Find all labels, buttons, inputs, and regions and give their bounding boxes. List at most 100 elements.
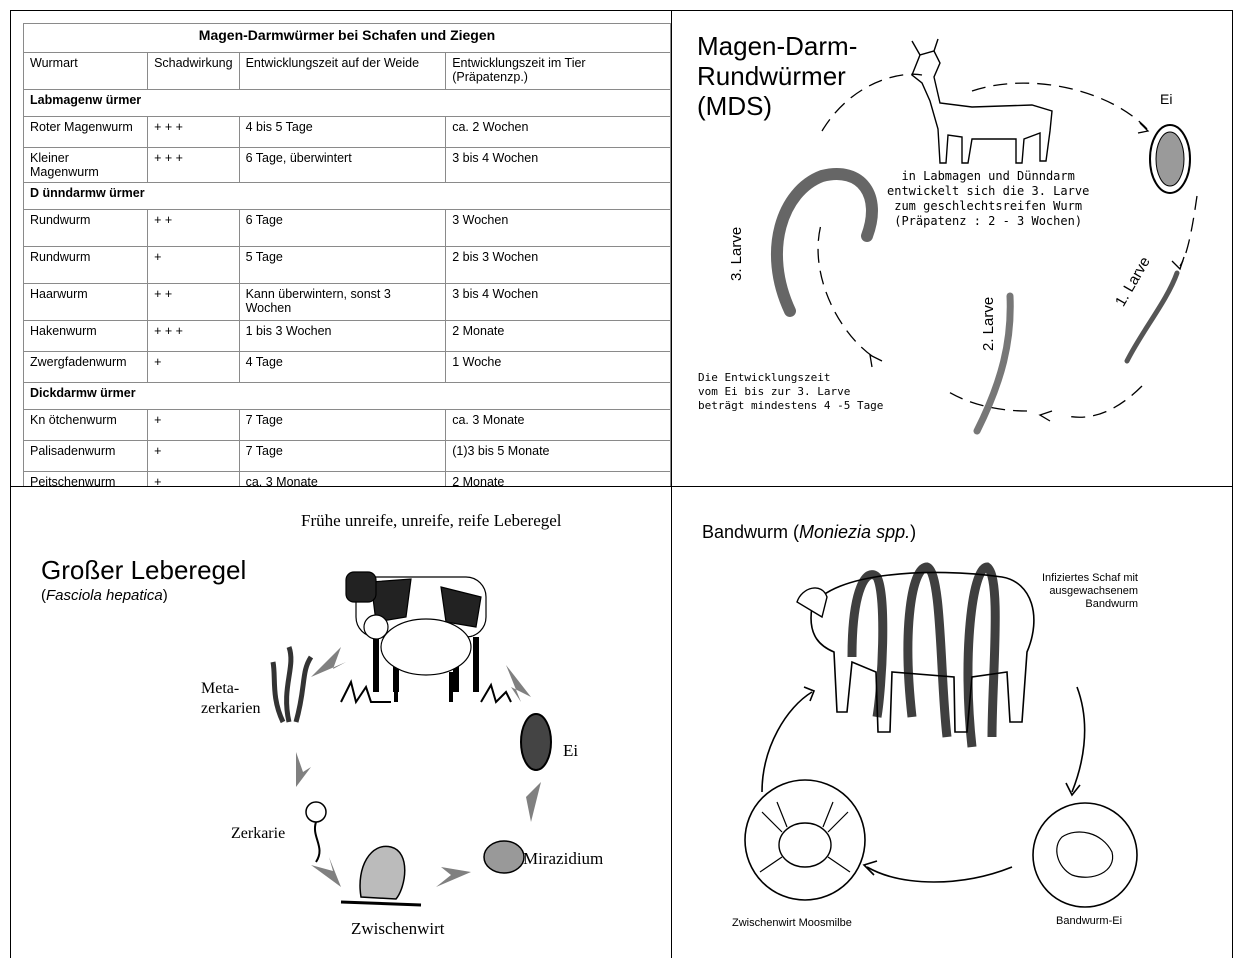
header-cell: Wurmart <box>24 53 148 90</box>
miracidium-label: Mirazidium <box>523 849 603 869</box>
worm-table-panel: Magen-Darmwürmer bei Schafen und Ziegen … <box>10 10 672 486</box>
table-title: Magen-Darmwürmer bei Schafen und Ziegen <box>24 24 671 53</box>
table-cell: ca. 3 Monate <box>239 472 446 487</box>
table-cell: + <box>148 472 240 487</box>
table-cell: 6 Tage, überwintert <box>239 148 446 183</box>
header-cell: Entwicklungszeit im Tier (Präpatenzp.) <box>446 53 671 90</box>
table-cell: Hakenwurm <box>24 321 148 352</box>
table-cell: 1 bis 3 Wochen <box>239 321 446 352</box>
table-cell: 7 Tage <box>239 410 446 441</box>
miracidium-icon <box>484 841 524 873</box>
tapeworm-egg-label: Bandwurm-Ei <box>1056 915 1122 927</box>
group-label: Dickdarmw ürmer <box>24 383 671 410</box>
tapeworm-cycle-drawing <box>672 487 1233 958</box>
table-cell: Rundwurm <box>24 247 148 284</box>
table-cell: Peitschenwurm <box>24 472 148 487</box>
table-cell: 2 bis 3 Wochen <box>446 247 671 284</box>
table-cell: + + <box>148 210 240 247</box>
table-cell: 3 bis 4 Wochen <box>446 148 671 183</box>
egg-icon <box>521 714 551 770</box>
table-cell: Kann überwintern, sonst 3 Wochen <box>239 284 446 321</box>
liver-fluke-panel: Frühe unreife, unreife, reife Leberegel … <box>10 486 672 958</box>
table-cell: + + + <box>148 148 240 183</box>
table-cell: Kn ötchenwurm <box>24 410 148 441</box>
table-cell: (1)3 bis 5 Monate <box>446 441 671 472</box>
cycle-path <box>818 74 1197 417</box>
group-label: Labmagenw ürmer <box>24 90 671 117</box>
development-note-line: vom Ei bis zur 3. Larve <box>698 385 883 399</box>
mds-title-line: Rundwürmer <box>697 61 857 91</box>
table-cell: 3 Wochen <box>446 210 671 247</box>
metacercaria-label-line: Meta- <box>201 679 261 699</box>
worm-table: Magen-Darmwürmer bei Schafen und Ziegen … <box>23 23 671 486</box>
table-cell: + <box>148 247 240 284</box>
larva-3-label: 3. Larve <box>728 227 745 281</box>
mds-title-line: (MDS) <box>697 91 857 121</box>
mds-title: Magen-Darm- Rundwürmer (MDS) <box>697 31 857 121</box>
development-note-line: Die Entwicklungszeit <box>698 371 883 385</box>
mite-icon <box>745 780 865 900</box>
tapeworm-latin: Moniezia spp. <box>799 522 910 542</box>
table-cell: 2 Monate <box>446 472 671 487</box>
table-cell: 7 Tage <box>239 441 446 472</box>
cercaria-icon <box>306 802 326 822</box>
table-cell: Kleiner Magenwurm <box>24 148 148 183</box>
host-note-line: zum geschlechtsreifen Wurm <box>887 199 1089 214</box>
table-cell: Palisadenwurm <box>24 441 148 472</box>
tapeworm-title-text: ) <box>910 522 916 542</box>
sheep-note-line: Bandwurm <box>1042 598 1138 611</box>
tapeworm-panel: Bandwurm (Moniezia spp.) Infiziertes Sch… <box>672 486 1233 958</box>
mite-label: Zwischenwirt Moosmilbe <box>732 917 852 929</box>
table-cell: 3 bis 4 Wochen <box>446 284 671 321</box>
host-note-line: entwickelt sich die 3. Larve <box>887 184 1089 199</box>
tapeworm-title: Bandwurm (Moniezia spp.) <box>702 522 916 543</box>
table-cell: Roter Magenwurm <box>24 117 148 148</box>
snail-icon <box>360 846 405 899</box>
cercaria-label: Zerkarie <box>231 825 285 843</box>
liver-title: Großer Leberegel <box>41 555 246 586</box>
liver-latin: (Fasciola hepatica) <box>41 587 168 604</box>
table-cell: + <box>148 441 240 472</box>
grass-icon <box>341 682 511 702</box>
sheep-note-line: Infiziertes Schaf mit <box>1042 572 1138 585</box>
development-note-line: beträgt mindestens 4 -5 Tage <box>698 399 883 413</box>
table-cell: 1 Woche <box>446 352 671 383</box>
sheep-icon <box>811 572 1034 732</box>
table-cell: 6 Tage <box>239 210 446 247</box>
table-cell: 4 bis 5 Tage <box>239 117 446 148</box>
liver-egg-label: Ei <box>563 741 578 761</box>
larva-3-icon <box>777 174 872 311</box>
tapeworm-title-text: Bandwurm ( <box>702 522 799 542</box>
plant-icon <box>273 647 311 722</box>
group-label: D ünndarmw ürmer <box>24 183 671 210</box>
header-cell: Entwicklungszeit auf der Weide <box>239 53 446 90</box>
stages-header: Frühe unreife, unreife, reife Leberegel <box>301 511 562 531</box>
intermediate-host-label: Zwischenwirt <box>351 919 444 939</box>
table-cell: 5 Tage <box>239 247 446 284</box>
table-cell: + <box>148 352 240 383</box>
metacercaria-label: Meta- zerkarien <box>201 679 261 719</box>
header-cell: Schadwirkung <box>148 53 240 90</box>
host-note-line: (Präpatenz : 2 - 3 Wochen) <box>887 214 1089 229</box>
roundworm-cycle-panel: Magen-Darm- Rundwürmer (MDS) Ei 1. Larve… <box>672 10 1233 486</box>
latin-paren: ) <box>163 587 168 604</box>
table-cell: 4 Tage <box>239 352 446 383</box>
host-note-line: in Labmagen und Dünndarm <box>887 169 1089 184</box>
table-cell: Rundwurm <box>24 210 148 247</box>
latin-name: Fasciola hepatica <box>46 587 163 604</box>
table-cell: ca. 2 Wochen <box>446 117 671 148</box>
metacercaria-label-line: zerkarien <box>201 699 261 719</box>
table-cell: 2 Monate <box>446 321 671 352</box>
goat-icon <box>912 39 1052 163</box>
larva-2-label: 2. Larve <box>980 297 997 351</box>
table-cell: + + + <box>148 117 240 148</box>
table-cell: + + + <box>148 321 240 352</box>
table-cell: + + <box>148 284 240 321</box>
table-cell: ca. 3 Monate <box>446 410 671 441</box>
host-note: in Labmagen und Dünndarm entwickelt sich… <box>887 169 1089 229</box>
table-cell: Zwergfadenwurm <box>24 352 148 383</box>
table-cell: Haarwurm <box>24 284 148 321</box>
sheep-note: Infiziertes Schaf mit ausgewachsenem Ban… <box>1042 572 1138 611</box>
development-note: Die Entwicklungszeit vom Ei bis zur 3. L… <box>698 371 883 413</box>
table-cell: + <box>148 410 240 441</box>
